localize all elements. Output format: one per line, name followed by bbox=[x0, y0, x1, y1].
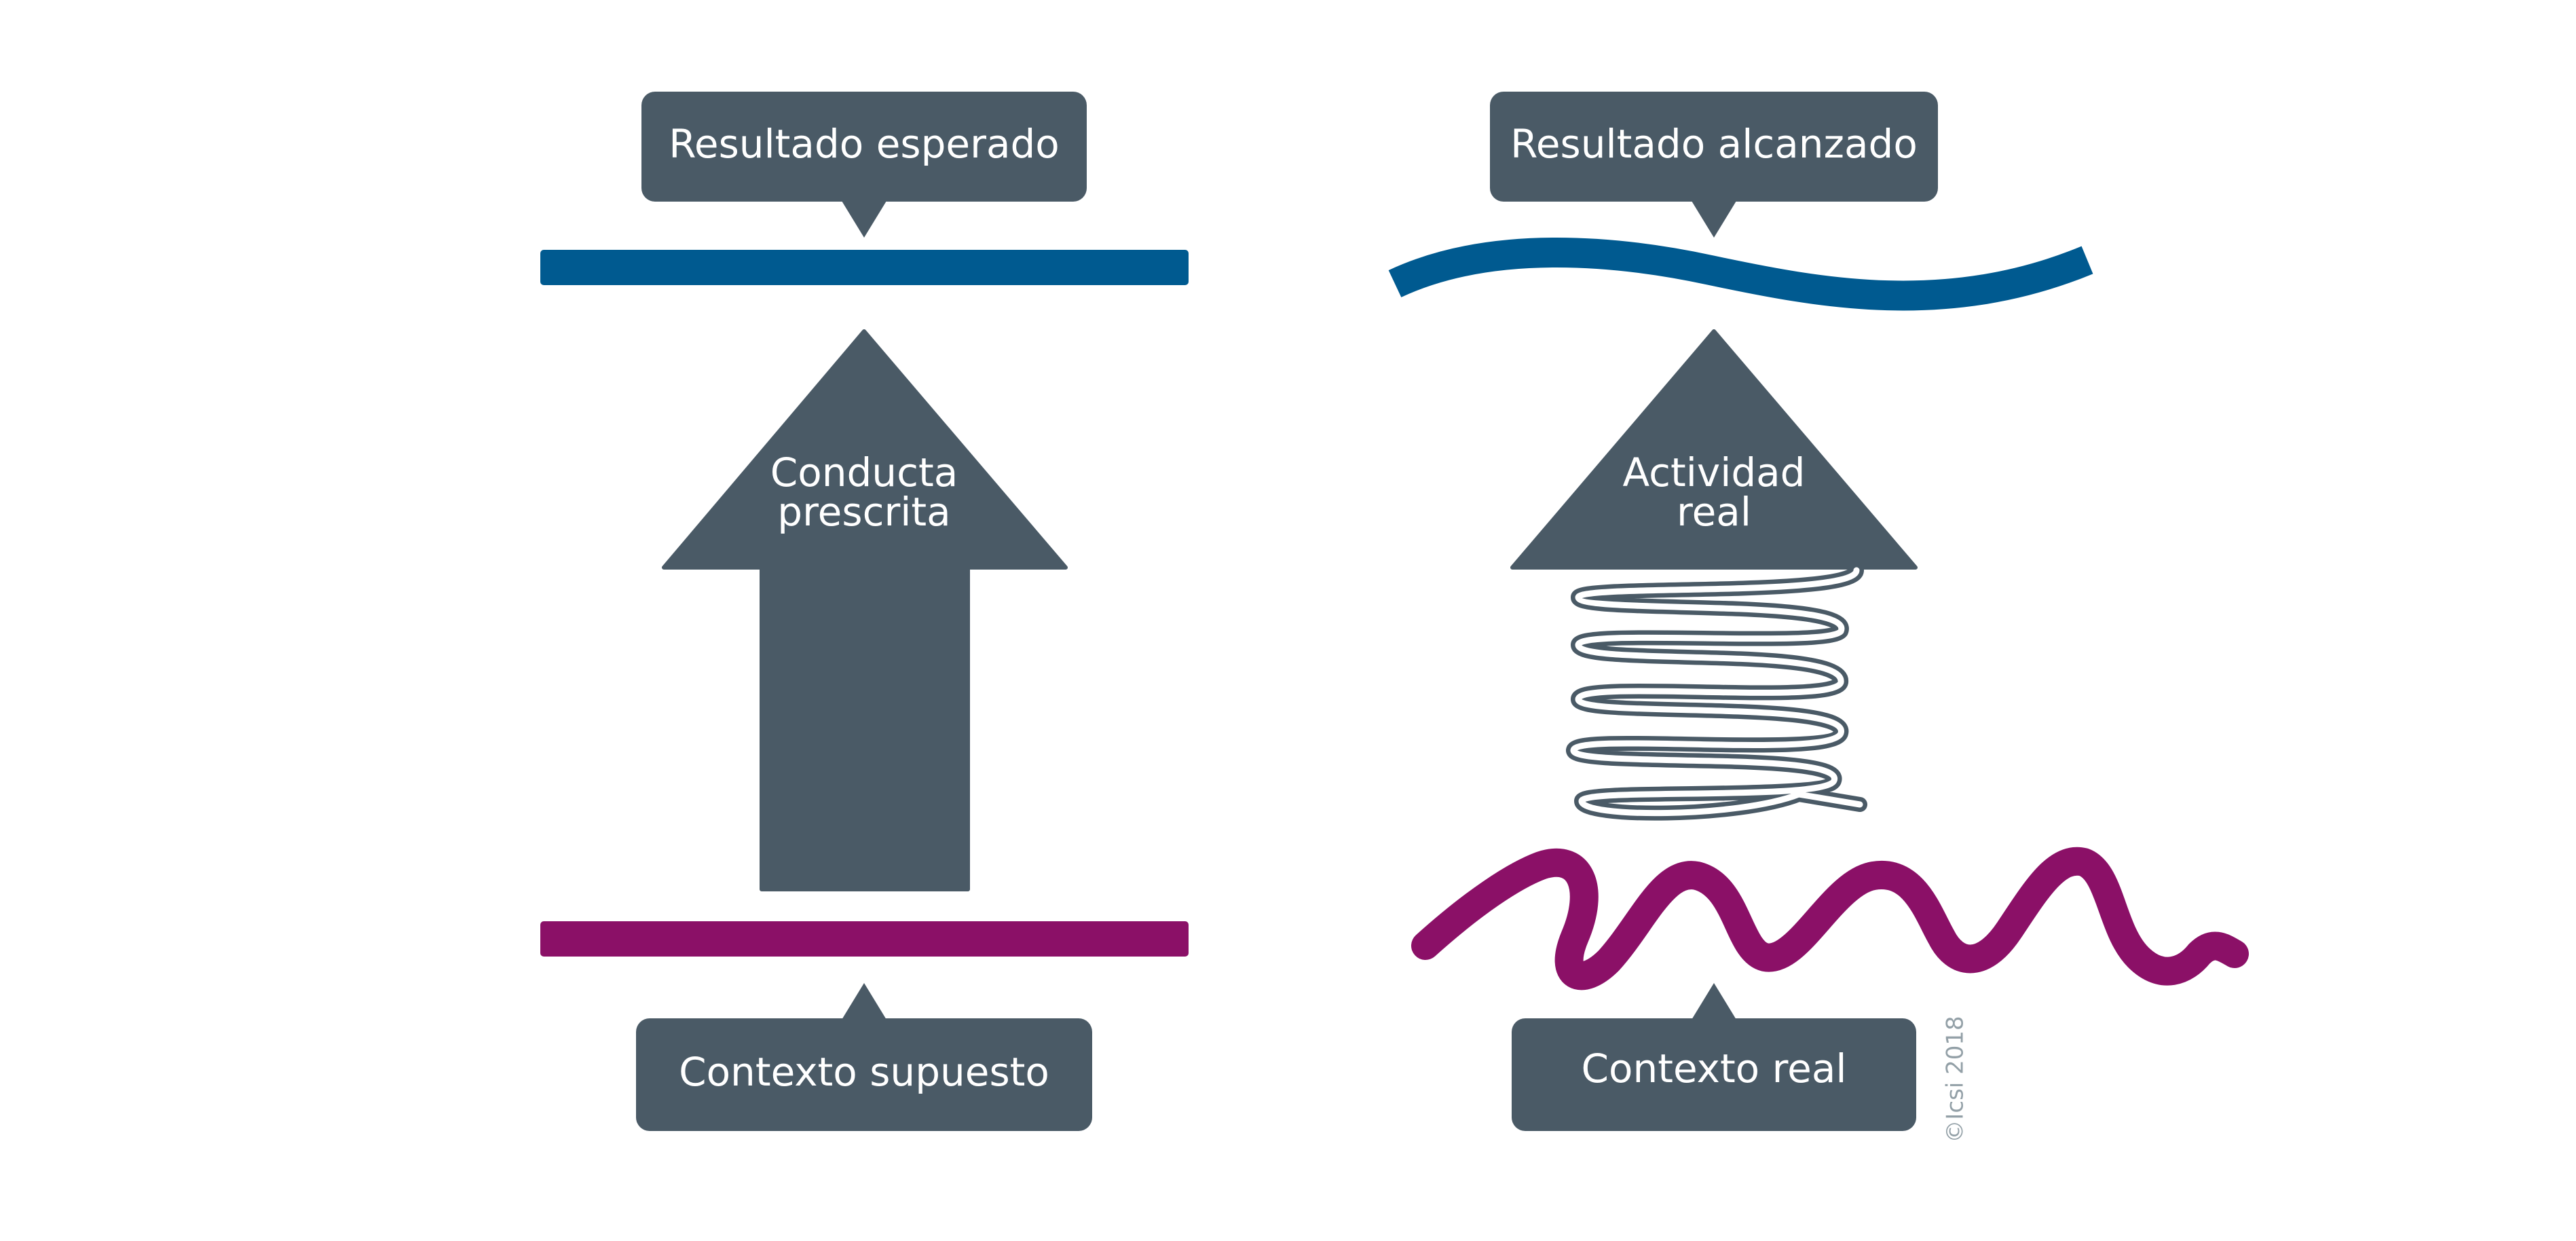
achieved-result-label: Resultado alcanzado bbox=[1510, 121, 1918, 167]
expected-result-label: Resultado esperado bbox=[669, 121, 1060, 167]
assumed-context-line bbox=[540, 921, 1189, 957]
achieved-result-callout: Resultado alcanzado bbox=[1490, 92, 1938, 238]
assumed-context-label: Contexto supuesto bbox=[679, 1049, 1049, 1095]
arrow-text-line2: prescrita bbox=[777, 489, 950, 535]
spring-coil bbox=[1565, 563, 1867, 821]
right-panel: Resultado alcanzado Actividad real Conte… bbox=[1388, 92, 2249, 1131]
prescribed-conduct-arrow: Conducta prescrita bbox=[662, 329, 1068, 891]
arrow-text-line1: Conducta bbox=[770, 449, 958, 496]
copyright-text: ©Icsi 2018 bbox=[1942, 1016, 1969, 1143]
real-context-callout: Contexto real bbox=[1512, 983, 1916, 1131]
assumed-context-callout: Contexto supuesto bbox=[636, 983, 1092, 1131]
left-panel: Resultado esperado Conducta prescrita Co… bbox=[540, 92, 1189, 1131]
expected-result-callout: Resultado esperado bbox=[641, 92, 1087, 238]
real-context-squiggle bbox=[1411, 847, 2249, 990]
real-context-label: Contexto real bbox=[1581, 1045, 1846, 1092]
achieved-result-wave bbox=[1388, 238, 2093, 311]
arrow-text-line1: Actividad bbox=[1622, 449, 1805, 496]
real-activity-arrow: Actividad real bbox=[1510, 329, 1918, 570]
expected-result-line bbox=[540, 250, 1189, 285]
arrow-text-line2: real bbox=[1677, 489, 1751, 535]
